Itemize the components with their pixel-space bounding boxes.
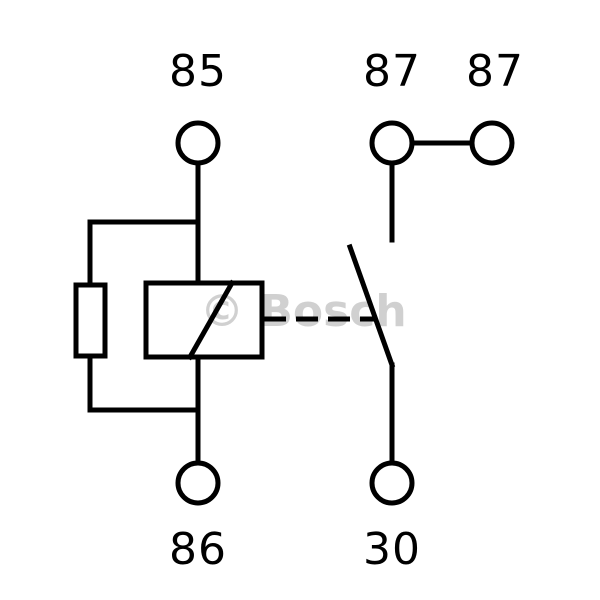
terminal-87-left-pin [369, 120, 415, 166]
coil-diagonal [186, 279, 236, 361]
terminal-30-pin [369, 460, 415, 506]
terminal-85-label: 85 [169, 46, 227, 97]
terminal-87-right-pin [469, 120, 515, 166]
terminal-86-label: 86 [169, 524, 227, 575]
terminal-86-pin [175, 460, 221, 506]
terminal-85-pin [175, 120, 221, 166]
relay-coil [143, 280, 265, 360]
switch-blade [346, 243, 396, 369]
resistor-branch-bottom [87, 353, 201, 413]
resistor [73, 282, 108, 359]
terminal-87-left-label: 87 [363, 46, 421, 97]
terminal-87-right-label: 87 [466, 46, 524, 97]
terminal-30-label: 30 [363, 524, 421, 575]
resistor-branch-top [87, 219, 201, 288]
watermark: © Bosch [200, 286, 407, 337]
